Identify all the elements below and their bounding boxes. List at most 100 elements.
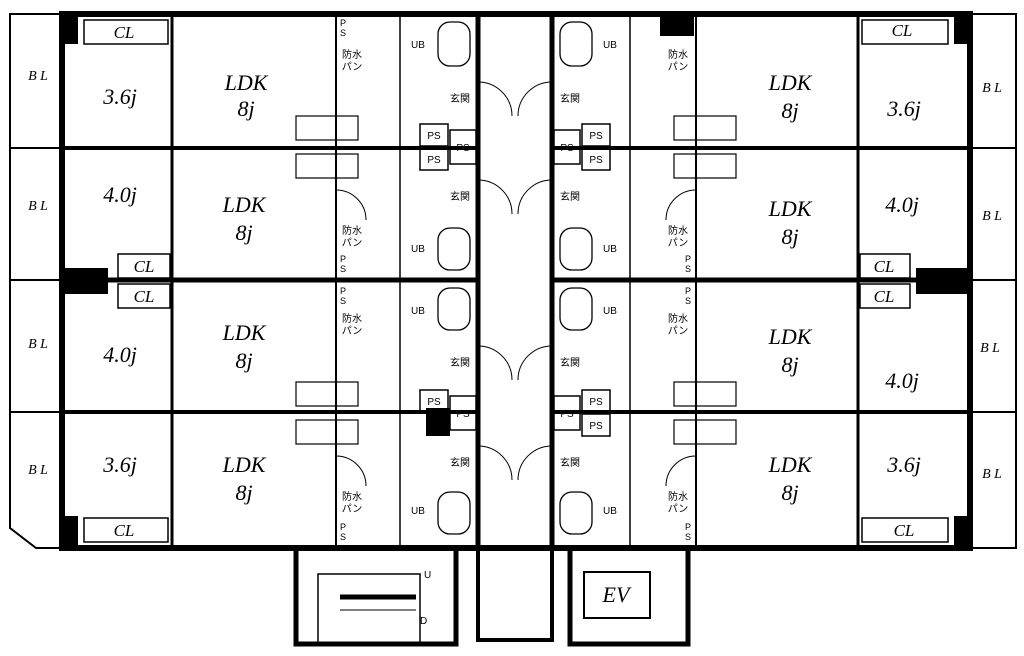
room-size: 3.6j [102,452,137,477]
washer-pan-label: 防水 [668,490,688,503]
washer-pan-label: 防水 [668,224,688,237]
pipe-space-label: P [340,522,346,532]
balcony-label: B L [28,337,48,352]
unit-bath-label: UB [411,506,425,517]
closet-label: CL [874,287,895,306]
unit-bath-label: UB [603,40,617,51]
entrance-label: 玄関 [560,92,580,105]
ldk-label: LDK [768,452,813,477]
unit-bath-label: UB [411,40,425,51]
ldk-label: LDK [768,324,813,349]
ps-label: PS [427,397,441,408]
ldk-label: LDK [222,452,267,477]
pipe-space-label: S [685,264,691,274]
room-size: 4.0j [885,368,919,393]
closet-label: CL [874,257,895,276]
ps-label: PS [589,155,603,166]
ps-label: PS [427,155,441,166]
closet-label: CL [892,21,913,40]
closet-label: CL [134,257,155,276]
pipe-space-label: S [340,296,346,306]
room-size: 4.0j [103,182,137,207]
ps-label: PS [589,131,603,142]
unit-bath-label: UB [411,244,425,255]
ps-label: PS [589,421,603,432]
unit-bath-label: UB [603,306,617,317]
washer-pan-label: 防水 [668,312,688,325]
washer-pan-label: パン [342,237,363,249]
ldk-label: LDK [224,70,269,95]
washer-pan-label: 防水 [668,48,688,61]
washer-pan-label: 防水 [342,312,362,325]
unit-bath-label: UB [603,506,617,517]
pipe-space-label: P [340,254,346,264]
elevator-label: EV [602,582,632,607]
ldk-size: 8j [235,480,252,505]
balcony-label: B L [982,209,1002,224]
entrance-label: 玄関 [560,190,580,203]
entrance-label: 玄関 [450,92,470,105]
washer-pan-label: パン [342,325,363,337]
entrance-label: 玄関 [450,356,470,369]
pipe-space-label: S [340,532,346,542]
unit-bath-label: UB [603,244,617,255]
washer-pan-label: パン [342,503,363,515]
ldk-size: 8j [781,224,798,249]
washer-pan-label: パン [342,61,363,73]
closet-label: CL [134,287,155,306]
entrance-label: 玄関 [450,190,470,203]
balcony-label: B L [982,467,1002,482]
entrance-label: 玄関 [560,456,580,469]
ldk-size: 8j [237,96,254,121]
washer-pan-label: パン [668,237,689,249]
ldk-size: 8j [235,220,252,245]
unit-bath-label: UB [411,306,425,317]
ps-label: PS [560,409,574,420]
washer-pan-label: パン [668,503,689,515]
bathtubs [437,21,593,535]
stair-up-label: U [424,570,431,581]
balcony-label: B L [28,199,48,214]
room-size: 4.0j [885,192,919,217]
ps-label: PS [589,397,603,408]
pipe-space-label: S [685,296,691,306]
stair-down-label: D [420,616,427,627]
ldk-size: 8j [235,348,252,373]
ldk-label: LDK [222,192,267,217]
ldk-label: LDK [768,70,813,95]
room-size: 4.0j [103,342,137,367]
balcony-label: B L [28,463,48,478]
ldk-size: 8j [781,98,798,123]
ldk-label: LDK [768,196,813,221]
pipe-space-label: S [340,264,346,274]
pipe-space-label: P [685,522,691,532]
balcony-label: B L [982,81,1002,96]
closet-label: CL [114,23,135,42]
balcony-label: B L [28,69,48,84]
pipe-space-label: S [340,28,346,38]
pipe-space-label: P [340,286,346,296]
ps-label: PS [560,143,574,154]
washer-pan-label: パン [668,325,689,337]
pipe-space-label: P [340,18,346,28]
washer-pan-label: 防水 [342,48,362,61]
ps-label: PS [456,143,470,154]
entrance-label: 玄関 [450,456,470,469]
room-size: 3.6j [102,84,137,109]
walls [9,11,1017,647]
pipe-space-label: P [685,286,691,296]
room-size: 3.6j [886,96,921,121]
closet-label: CL [114,521,135,540]
entrance-label: 玄関 [560,356,580,369]
closet-label: CL [894,521,915,540]
washer-pan-label: 防水 [342,490,362,503]
pipe-space-label: P [685,254,691,264]
room-size: 3.6j [886,452,921,477]
ps-label: PS [427,131,441,142]
washer-pan-label: 防水 [342,224,362,237]
ldk-label: LDK [222,320,267,345]
pipe-space-label: S [685,532,691,542]
ldk-size: 8j [781,480,798,505]
columns [62,14,970,548]
